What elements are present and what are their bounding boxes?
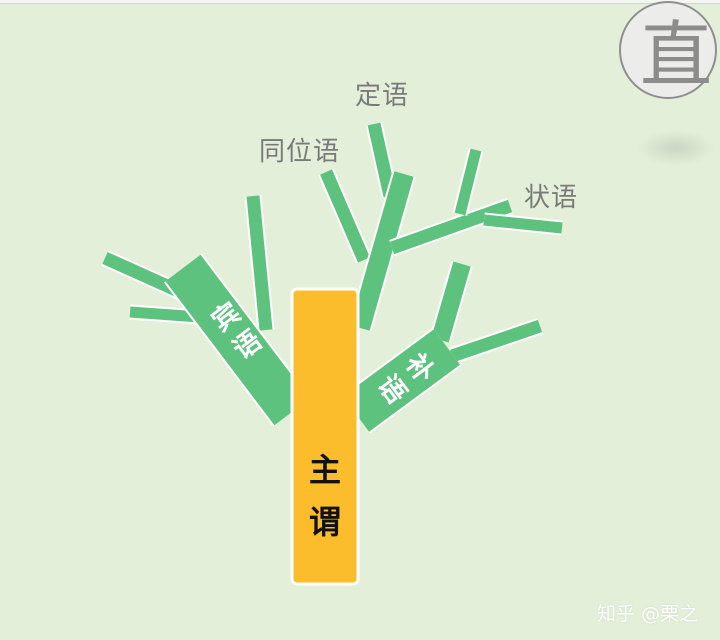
appositive-branch	[320, 169, 370, 263]
stamp-circle	[619, 1, 717, 99]
left-branches	[101, 195, 312, 427]
attributive-branch	[367, 122, 397, 198]
stamp-shadow	[636, 130, 716, 166]
stamp-char: 直	[640, 13, 712, 97]
left-twig-vertical	[246, 195, 273, 331]
right-branches	[341, 260, 543, 434]
complement-branch	[342, 329, 461, 432]
center-branches	[318, 122, 563, 332]
trunk-block	[290, 287, 360, 586]
central-stem	[350, 171, 414, 331]
adverbial-twig-right	[483, 214, 563, 234]
adverbial-label: 状语	[524, 183, 579, 213]
trunk-label: 主谓	[304, 453, 342, 557]
complement-twig-upper	[431, 261, 471, 343]
appositive-label: 同位语	[259, 137, 341, 167]
watermark: 知乎 @栗之	[596, 603, 698, 625]
object-branch	[165, 254, 310, 426]
corner-stamp: 直	[619, 1, 717, 166]
trunk	[290, 287, 360, 586]
attributive-label: 定语	[355, 81, 410, 111]
complement-twig-right	[449, 319, 543, 363]
top-border	[0, 0, 720, 4]
adverbial-twig-upper	[454, 148, 482, 216]
adverbial-branch	[389, 199, 513, 255]
